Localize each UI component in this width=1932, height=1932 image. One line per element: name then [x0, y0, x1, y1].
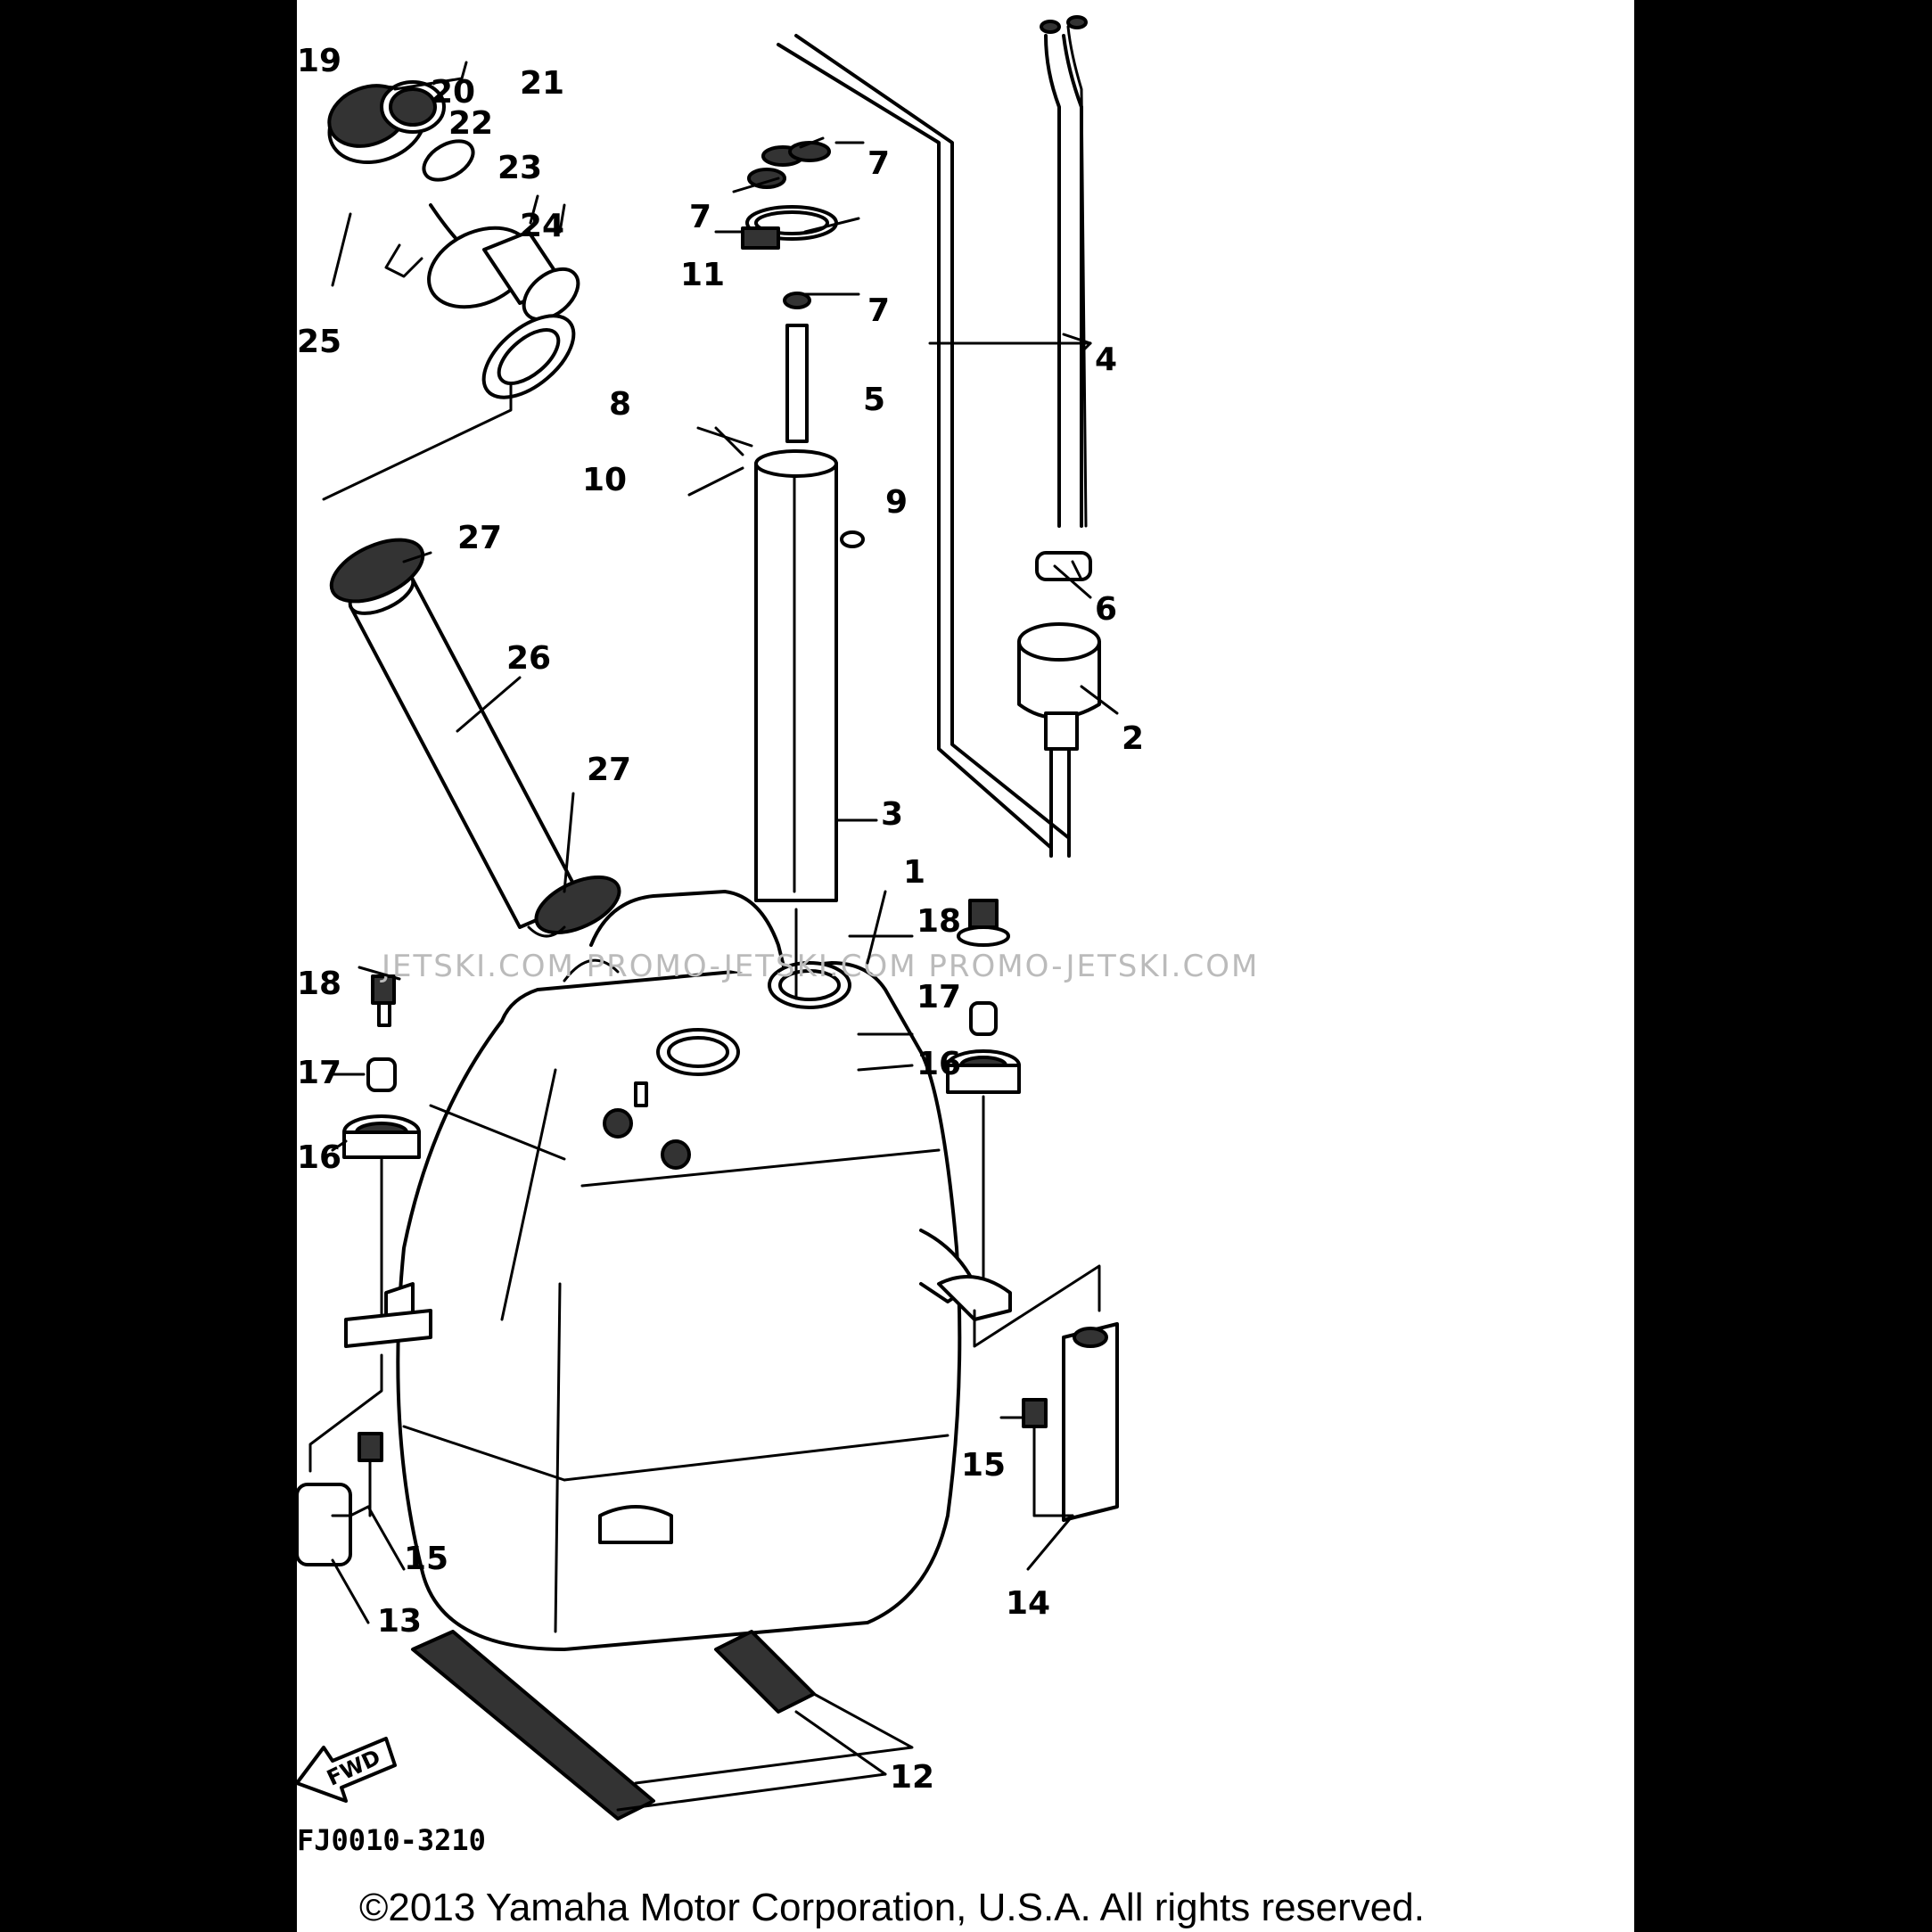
watermark-text: JETSKI.COM PROMO-JETSKI.COM PROMO-JETSKI… [380, 949, 1259, 984]
filler-cap-assembly [322, 61, 580, 501]
callout-8: 8 [609, 386, 631, 423]
callout-9: 9 [885, 484, 908, 521]
callout-leaders [331, 136, 1119, 1812]
callout-21: 21 [520, 65, 564, 102]
callout-24: 24 [520, 208, 564, 244]
copyright-notice: ©2013 Yamaha Motor Corporation, U.S.A. A… [359, 1886, 1425, 1929]
callout-17a: 17 [297, 1055, 341, 1091]
callout-23: 23 [497, 150, 542, 186]
callout-19: 19 [297, 43, 341, 79]
callout-11: 11 [680, 257, 725, 293]
fuel-filter-assembly [777, 15, 1101, 858]
fuel-tank [384, 890, 976, 1651]
callout-25: 25 [297, 324, 341, 360]
callout-16a: 16 [297, 1139, 341, 1176]
callout-14: 14 [1006, 1585, 1050, 1622]
callout-4: 4 [1095, 341, 1117, 378]
callout-15a: 15 [404, 1541, 448, 1577]
bottom-pads [411, 1630, 914, 1821]
callout-18a: 18 [297, 966, 341, 1002]
callout-26: 26 [506, 640, 551, 677]
callout-2: 2 [1122, 720, 1144, 757]
fuel-tank-exploded-diagram: FWD JETSKI.COM PROMO-JETSKI.COM PROMO-JE… [297, 15, 1259, 1857]
callout-1: 1 [903, 854, 925, 891]
filler-pipe [687, 141, 865, 902]
fwd-arrow-icon: FWD [297, 1737, 397, 1803]
callout-10: 10 [582, 462, 627, 498]
callout-20: 20 [431, 74, 475, 111]
callout-13: 13 [377, 1603, 422, 1640]
callout-22: 22 [448, 105, 493, 142]
diagram-sheet: FWD JETSKI.COM PROMO-JETSKI.COM PROMO-JE… [297, 0, 1634, 1932]
callout-27a: 27 [457, 520, 502, 556]
callout-7a: 7 [867, 145, 890, 182]
left-mount-parts [297, 974, 432, 1566]
callout-27b: 27 [587, 752, 631, 788]
callout-12: 12 [890, 1759, 934, 1796]
callout-16b: 16 [917, 1046, 961, 1082]
right-mount-parts [937, 899, 1119, 1522]
callout-7c: 7 [867, 292, 890, 329]
callout-17b: 17 [917, 979, 961, 1015]
callout-18b: 18 [917, 903, 961, 940]
callout-15b: 15 [961, 1447, 1006, 1484]
callout-5: 5 [863, 382, 885, 418]
part-code: FJ0010-3210 [297, 1823, 486, 1857]
callout-3: 3 [881, 796, 903, 833]
callout-7b: 7 [689, 199, 711, 235]
filler-hose [329, 538, 621, 938]
callout-6: 6 [1095, 591, 1117, 628]
callout-labels: 1 2 3 4 5 6 7 7 7 8 9 10 11 12 13 14 15 … [297, 43, 1144, 1796]
